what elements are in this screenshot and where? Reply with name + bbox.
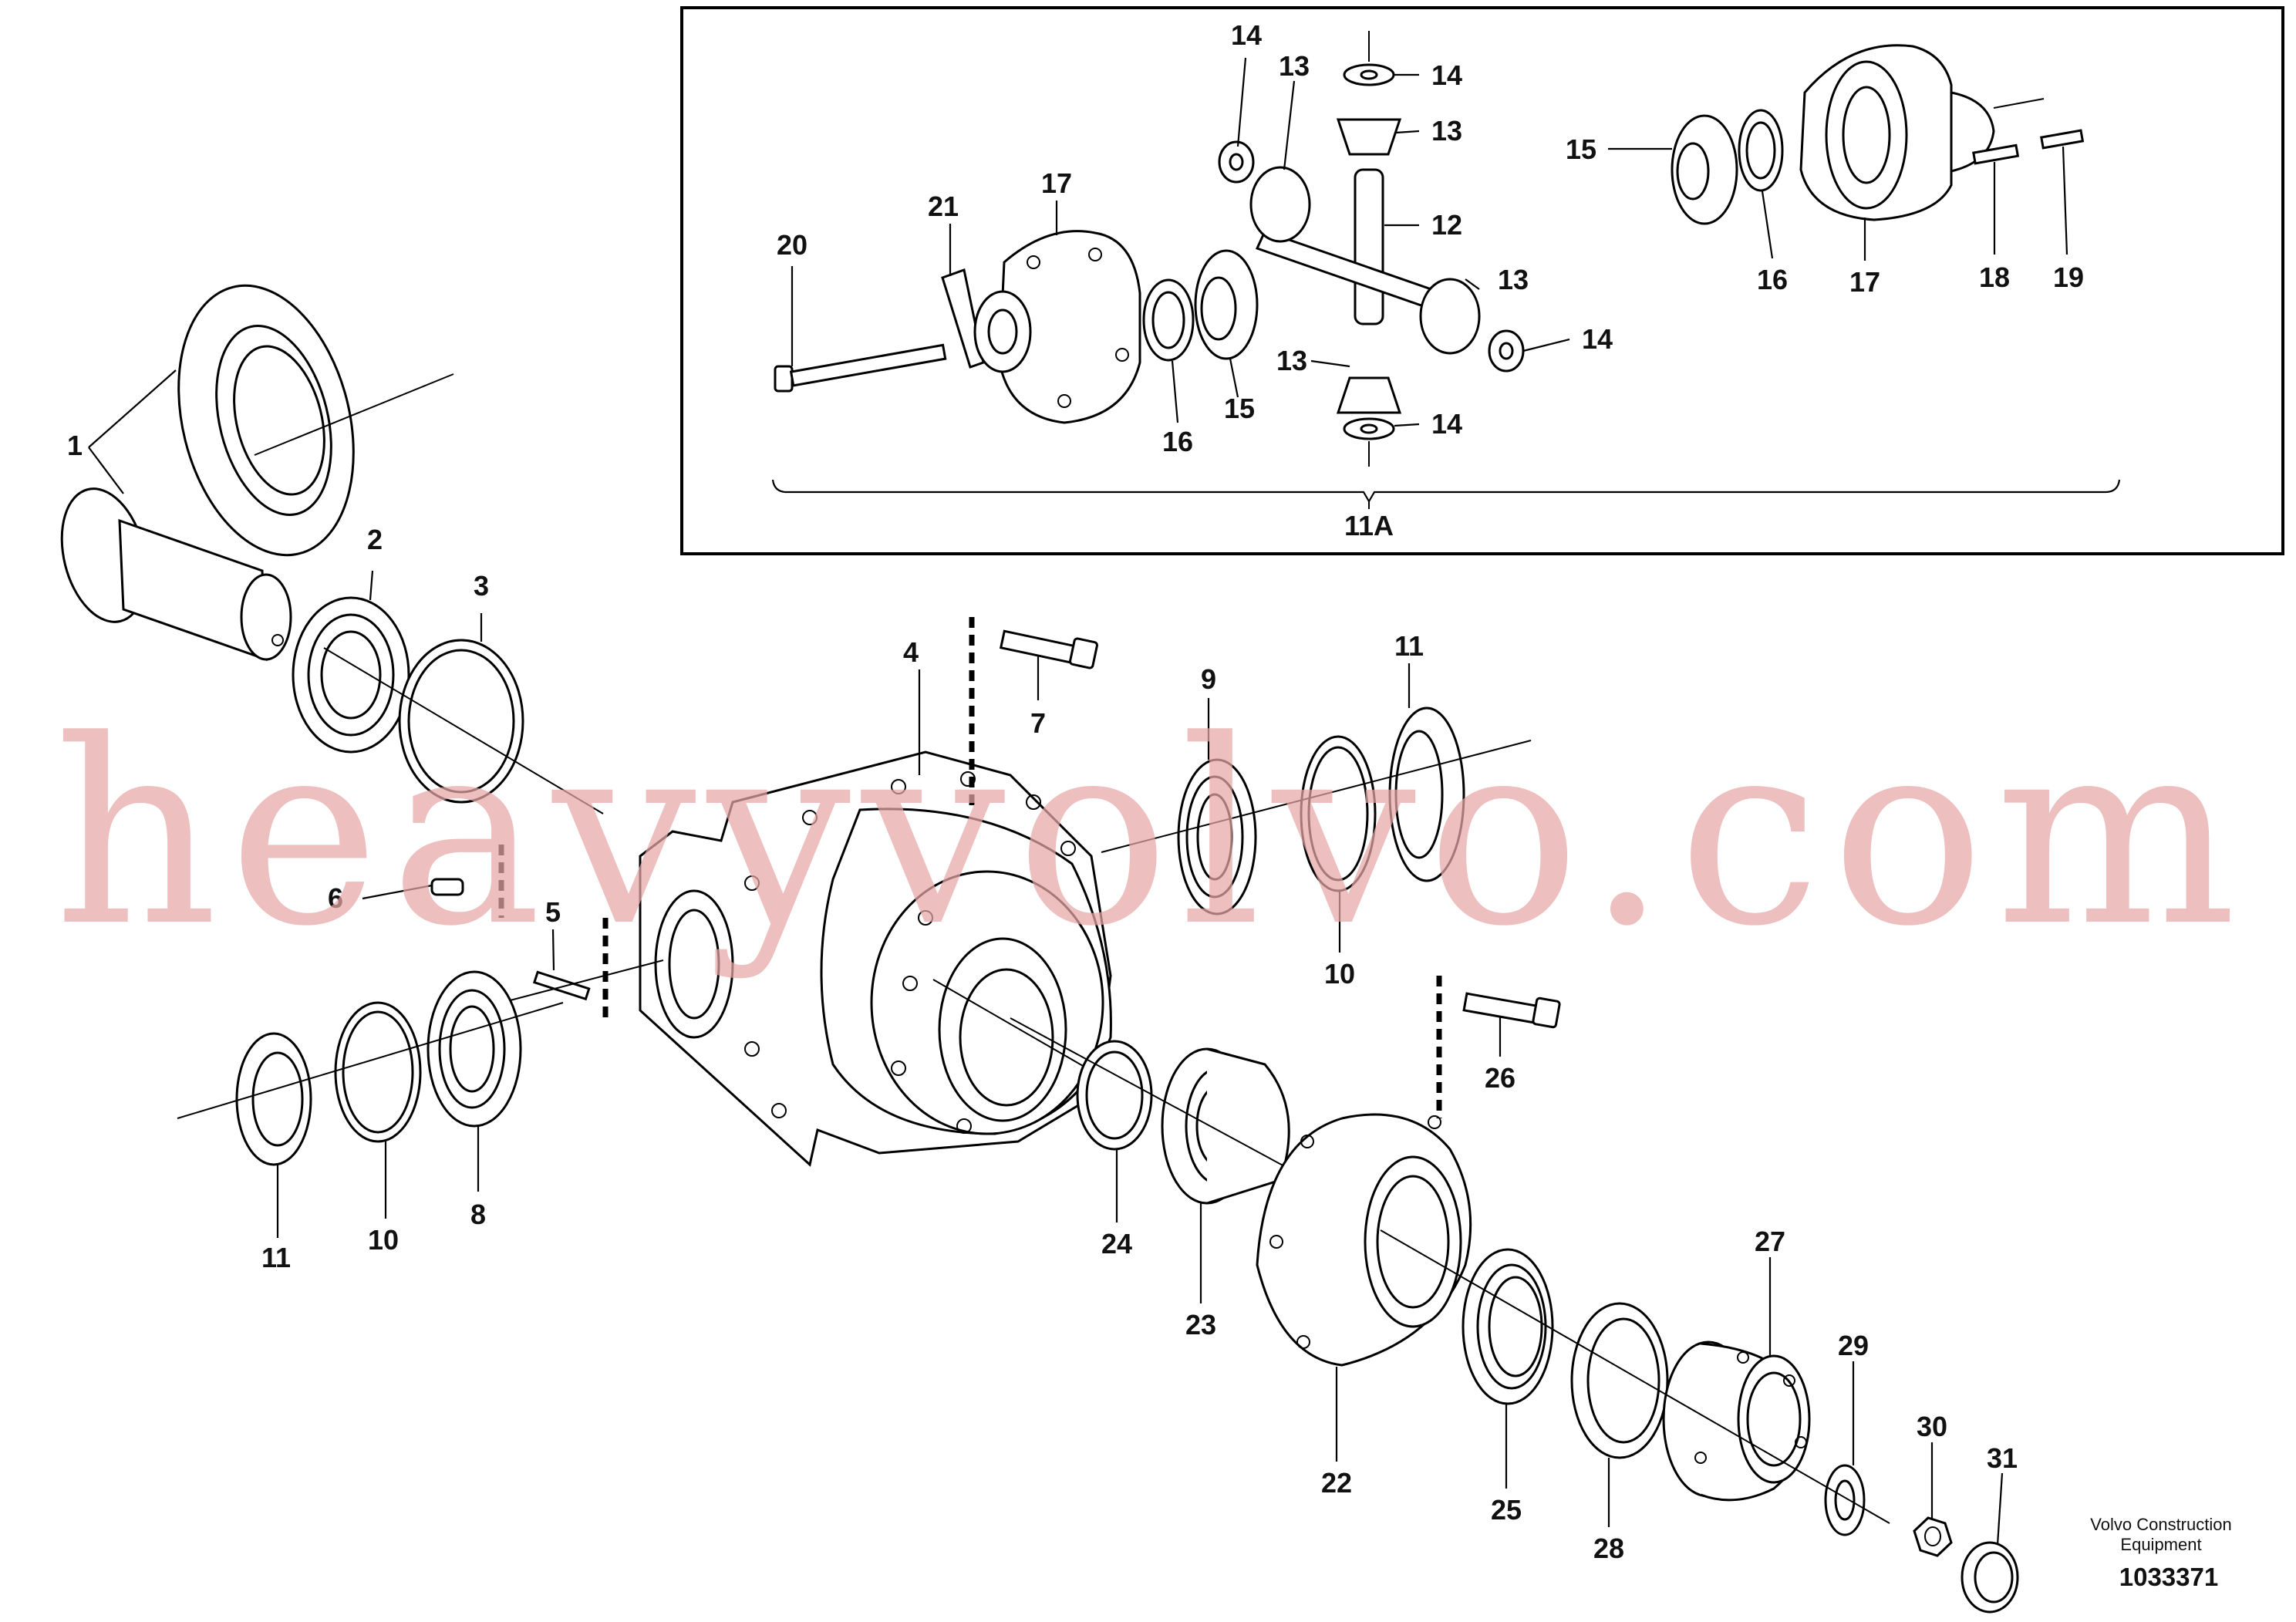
label-11-right: 11 xyxy=(1394,630,1424,662)
label-24: 24 xyxy=(1101,1228,1132,1259)
label-14-b: 14 xyxy=(1431,59,1462,91)
label-26: 26 xyxy=(1485,1062,1515,1094)
label-28: 28 xyxy=(1593,1533,1624,1564)
label-18: 18 xyxy=(1979,261,2010,293)
label-5: 5 xyxy=(545,896,561,928)
label-13-b: 13 xyxy=(1431,115,1462,147)
label-10-left: 10 xyxy=(368,1224,399,1256)
label-8: 8 xyxy=(470,1199,486,1230)
label-29: 29 xyxy=(1838,1330,1869,1361)
label-13-d: 13 xyxy=(1276,345,1307,376)
part-21-lock-plate xyxy=(941,268,985,369)
part-17-housing-left xyxy=(973,230,1141,424)
label-12: 12 xyxy=(1431,209,1462,241)
part-26-bolt xyxy=(1436,976,1561,1118)
label-7: 7 xyxy=(1030,707,1046,739)
part-29-washer xyxy=(1824,1361,1866,1536)
inset-parts xyxy=(774,31,2085,467)
inset-label: 11A xyxy=(1344,510,1394,541)
part-23-bearing xyxy=(1161,1047,1290,1303)
label-19: 19 xyxy=(2053,261,2084,293)
label-20: 20 xyxy=(777,229,807,261)
inset-leaders xyxy=(791,57,2068,427)
part-11-adjusting-nut-left xyxy=(235,1032,312,1238)
part-15-side-gear-b xyxy=(1671,114,1738,225)
label-4: 4 xyxy=(903,636,919,668)
part-14-washer-right xyxy=(1488,329,1525,373)
part-28-seal-ring xyxy=(1570,1302,1669,1527)
part-16-thrust-washer-b xyxy=(1738,109,1784,192)
label-30: 30 xyxy=(1917,1411,1947,1442)
label-15-b: 15 xyxy=(1566,133,1596,165)
label-14-d: 14 xyxy=(1431,408,1462,440)
label-16-a: 16 xyxy=(1162,426,1193,457)
part-8-bearing-left xyxy=(426,970,522,1192)
part-6-pin xyxy=(362,845,504,918)
label-25: 25 xyxy=(1491,1494,1522,1526)
part-10-shim-right xyxy=(1300,735,1377,953)
label-14-a: 14 xyxy=(1231,19,1262,51)
label-14-c: 14 xyxy=(1582,323,1613,355)
label-31: 31 xyxy=(1987,1442,2018,1474)
part-30-nut xyxy=(1913,1442,1953,1557)
watermark-text: heavyvolvo.com xyxy=(54,686,2237,982)
label-15-a: 15 xyxy=(1224,393,1255,424)
part-13-pinion-left xyxy=(1249,166,1311,243)
part-11-adjusting-nut-right xyxy=(1388,663,1465,882)
part-19-pin xyxy=(2040,129,2085,150)
part-10-shim-left xyxy=(334,1001,422,1219)
part-13-pinion-right xyxy=(1419,278,1481,355)
label-1: 1 xyxy=(67,430,83,461)
part-16-thrust-washer-a xyxy=(1142,278,1195,362)
part-24-shim xyxy=(1076,1040,1153,1222)
label-6: 6 xyxy=(328,882,343,914)
inset-frame-11a: 11A xyxy=(680,6,2284,555)
label-23: 23 xyxy=(1185,1309,1216,1340)
part-14-washer-left xyxy=(1218,140,1255,184)
part-3-shim xyxy=(323,613,604,814)
part-13-pinion-bottom xyxy=(1336,376,1402,414)
part-15-side-gear-a xyxy=(1194,249,1259,360)
company-name-line2: Equipment xyxy=(2120,1535,2201,1554)
company-name-line1: Volvo Construction xyxy=(2090,1515,2231,1534)
part-2-bearing xyxy=(292,570,410,754)
label-13-c: 13 xyxy=(1498,264,1529,295)
label-13-a: 13 xyxy=(1279,50,1310,82)
part-9-bearing-right xyxy=(1177,698,1257,916)
part-7-bolt xyxy=(969,617,1098,810)
part-17-housing-right xyxy=(1799,44,1995,221)
label-3: 3 xyxy=(474,570,489,602)
part-labels: 1 2 3 4 5 6 7 8 9 10 10 11 11 12 13 13 1… xyxy=(67,19,2084,1564)
part-4-axle-housing xyxy=(639,669,1135,1167)
part-20-bolt xyxy=(774,343,947,393)
label-2: 2 xyxy=(367,524,383,555)
label-10-right: 10 xyxy=(1324,958,1355,990)
label-16-b: 16 xyxy=(1757,264,1788,295)
part-18-pin xyxy=(1972,143,2020,165)
part-31-cap xyxy=(1961,1472,2019,1614)
part-22-bearing-cover xyxy=(1256,1113,1472,1462)
label-17-a: 17 xyxy=(1041,167,1072,199)
part-27-companion-flange xyxy=(1662,1257,1811,1502)
label-11-left: 11 xyxy=(261,1242,291,1273)
part-1-crown-wheel-and-pinion xyxy=(60,284,454,662)
part-5-roll-pin xyxy=(501,918,664,1018)
label-21: 21 xyxy=(928,191,959,222)
part-14-washer-bottom xyxy=(1343,417,1395,440)
label-27: 27 xyxy=(1755,1226,1785,1257)
label-9: 9 xyxy=(1201,663,1216,695)
label-17-b: 17 xyxy=(1849,266,1880,298)
drawing-number: 1033371 xyxy=(2119,1563,2218,1591)
label-22: 22 xyxy=(1321,1467,1352,1499)
part-13-pinion-top xyxy=(1336,118,1402,156)
part-14-washer-top xyxy=(1343,63,1395,86)
